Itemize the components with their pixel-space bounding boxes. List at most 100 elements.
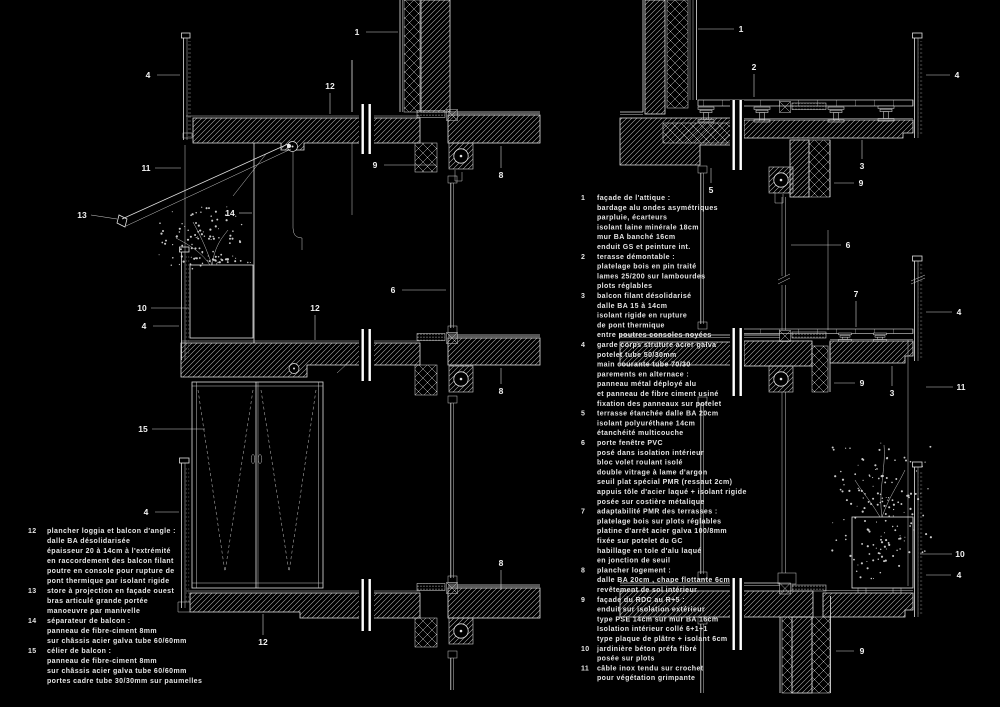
note-line: enduit GS et peinture int. xyxy=(597,244,691,251)
note-line: terrasse étanchée dalle BA 20cm xyxy=(597,411,718,418)
note-line: sur châssis acier galva tube 60/60mm xyxy=(47,668,187,675)
callout-number: 9 xyxy=(860,378,865,388)
note-line: enduit sur isolation extérieur xyxy=(597,607,705,614)
slab-loggia-left xyxy=(186,104,541,184)
note-line: posé dans isolation intérieur xyxy=(597,450,704,457)
note-number: 12 xyxy=(28,528,37,535)
note-line: portes cadre tube 30/30mm sur paumelles xyxy=(47,678,202,685)
callout-number: 2 xyxy=(752,62,757,72)
callout-number: 4 xyxy=(146,70,151,80)
callout-number: 12 xyxy=(258,637,268,647)
note-line: épaisseur 20 à 14cm à l'extrémité xyxy=(47,548,171,555)
note-line: potelet tube 50/30mm xyxy=(597,352,677,359)
planter-left xyxy=(189,264,254,339)
note-line: en raccordement des balcon filant xyxy=(47,558,174,565)
callout-number: 6 xyxy=(391,285,396,295)
note-line: câble inox tendu sur crochet xyxy=(597,665,704,672)
note-number: 3 xyxy=(581,293,585,300)
callout-number: 9 xyxy=(860,646,865,656)
slab-mid-left xyxy=(180,329,541,404)
note-line: revêtement de sol intérieur xyxy=(597,587,697,594)
note-line: plancher logement : xyxy=(597,567,671,574)
note-line: panneau de fibre-ciment 8mm xyxy=(47,628,157,635)
note-line: poutre en console pour rupture de xyxy=(47,568,175,575)
note-line: bras articulé grande portée xyxy=(47,598,148,605)
note-line: posée sur plots xyxy=(597,656,655,663)
callout-leader xyxy=(90,214,118,220)
note-line: dalle BA 20cm , chape flottante 6cm xyxy=(597,577,730,584)
guardrail-top-left xyxy=(181,32,193,140)
slab-mid-right xyxy=(619,328,914,396)
callout-number: 6 xyxy=(846,240,851,250)
tree-foliage xyxy=(158,206,243,270)
callout-number: 1 xyxy=(355,27,360,37)
callout-number: 3 xyxy=(860,161,865,171)
note-line: type plaque de plâtre + isolant 6cm xyxy=(597,636,728,643)
note-line: panneau métal déployé alu xyxy=(597,381,696,388)
note-line: de pont thermique xyxy=(597,322,665,329)
note-line: double vitrage à lame d'argon xyxy=(597,469,708,476)
note-line: dalle BA désolidarisée xyxy=(47,538,130,545)
callout-number: 4 xyxy=(957,570,962,580)
note-line: isolant polyuréthane 14cm xyxy=(597,420,695,427)
note-number: 2 xyxy=(581,254,585,261)
note-number: 1 xyxy=(581,195,585,202)
planter-soil xyxy=(190,255,251,265)
attic-wall-right xyxy=(642,0,697,115)
note-line: platelage bois en pin traité xyxy=(597,264,697,271)
right-section-detail xyxy=(619,0,932,694)
callout-number: 15 xyxy=(138,424,148,434)
callout-number: 9 xyxy=(373,160,378,170)
glazing-low-left xyxy=(447,403,458,584)
note-line: sur châssis acier galva tube 60/60mm xyxy=(47,638,187,645)
note-line: jardinière béton préfa fibré xyxy=(596,646,697,653)
note-line: type PSE 14cm sur mur BA 16cm xyxy=(597,616,718,623)
note-line: mur BA banché 16cm xyxy=(597,234,676,241)
note-number: 9 xyxy=(581,597,585,604)
note-line: Isolation intérieur collé 6+1+1 xyxy=(597,626,708,633)
note-line: célier de balcon : xyxy=(47,648,111,655)
note-line: bloc volet roulant isolé xyxy=(597,460,683,467)
glazing-mid-left xyxy=(447,183,458,334)
note-line: platine d'arrêt acier galva 100/8mm xyxy=(597,528,727,535)
note-line: pont thermique par isolant rigide xyxy=(47,578,170,585)
note-line: étanchéité multicouche xyxy=(597,430,684,437)
planter-right xyxy=(851,516,914,589)
note-number: 6 xyxy=(581,440,585,447)
note-number: 13 xyxy=(28,588,37,595)
guardrail-bottom-right xyxy=(912,461,923,617)
left-section-detail xyxy=(116,0,541,690)
callout-number: 1 xyxy=(739,24,744,34)
note-line: adaptabilité PMR des terrasses : xyxy=(597,509,718,516)
glazing-low-right xyxy=(697,392,797,585)
note-line: store à projection en façade ouest xyxy=(47,588,174,595)
note-line: plots réglables xyxy=(597,283,652,290)
attic-wall-left xyxy=(399,0,451,113)
planter-plot xyxy=(892,587,902,594)
note-line: balcon filant désolidarisé xyxy=(597,293,691,300)
note-line: façade du RDC au R+5 : xyxy=(597,597,685,604)
note-number: 4 xyxy=(581,342,585,349)
note-line: façade de l'attique : xyxy=(597,195,670,202)
callout-number: 10 xyxy=(955,549,965,559)
note-line: appuis tôle d'acier laqué + isolant rigi… xyxy=(597,489,747,496)
note-line: dalle BA 15 à 14cm xyxy=(597,303,667,310)
guardrail-mid-right xyxy=(910,255,926,361)
callout-number: 8 xyxy=(499,170,504,180)
callout-number: 7 xyxy=(854,289,859,299)
callout-number: 4 xyxy=(955,70,960,80)
planter-soil-right xyxy=(849,529,911,580)
callout-number: 4 xyxy=(144,507,149,517)
note-number: 10 xyxy=(581,646,590,653)
glazing-mid-right xyxy=(697,165,829,330)
awning-store xyxy=(116,143,303,250)
callout-number: 10 xyxy=(137,303,147,313)
note-line: isolant rigide en rupture xyxy=(597,313,687,320)
guardrail-bottom-left xyxy=(179,457,190,608)
note-number: 14 xyxy=(28,618,37,625)
